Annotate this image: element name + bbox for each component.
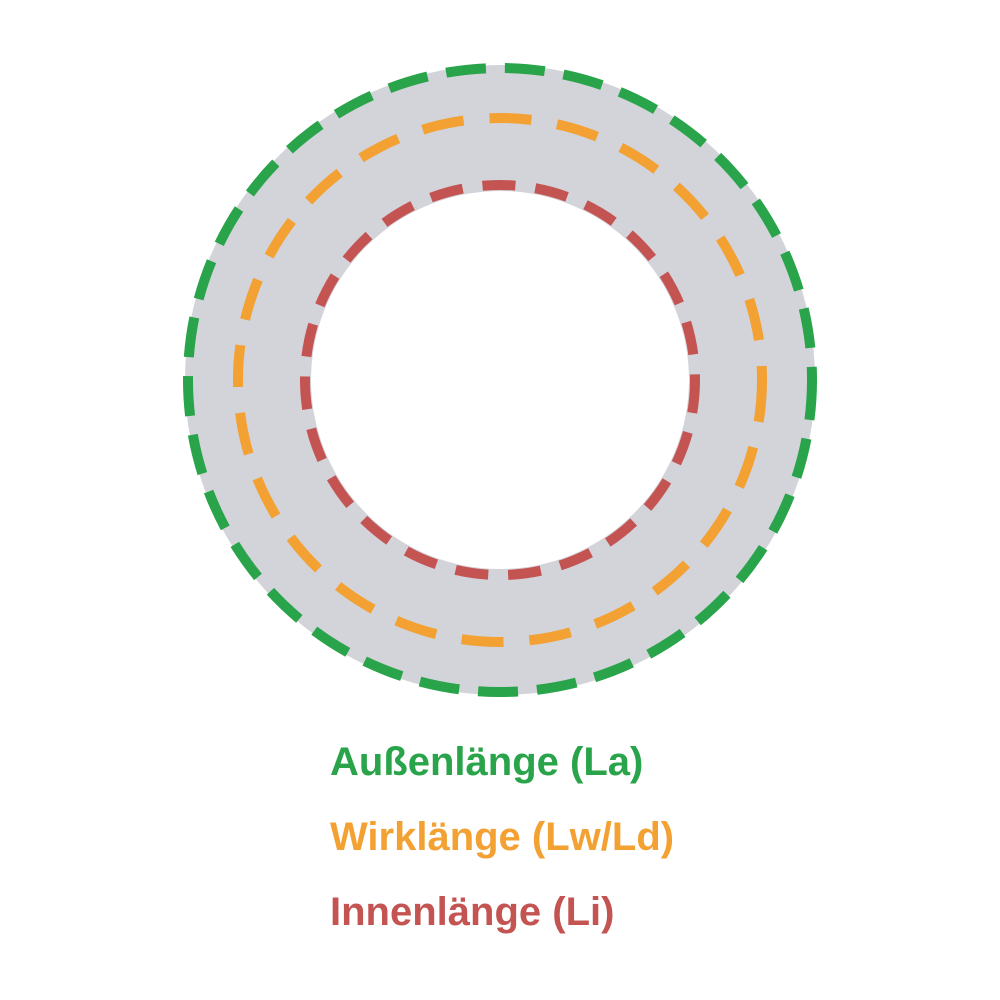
effective-length-label: Wirklänge (Lw/Ld)	[330, 815, 674, 859]
belt-ring	[185, 65, 815, 695]
effective-length-circle	[233, 113, 767, 647]
outer-length-circle	[183, 63, 817, 697]
inner-length-label: Innenlänge (Li)	[330, 890, 614, 934]
inner-length-circle	[300, 180, 700, 580]
outer-length-label: Außenlänge (La)	[330, 740, 643, 784]
